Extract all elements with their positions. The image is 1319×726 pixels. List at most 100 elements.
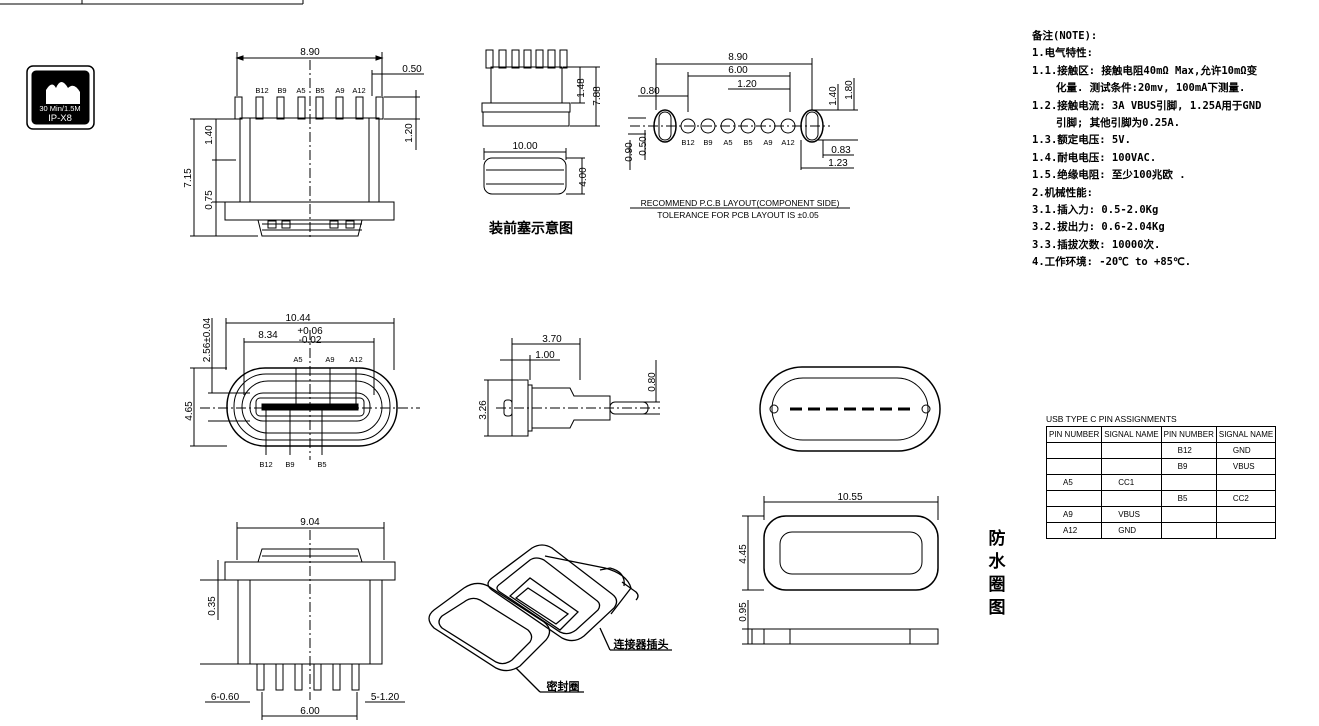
note-line: 引脚; 其他引脚为0.25A. — [1056, 117, 1181, 130]
side-view: 3.70 1.00 3.26 0.80 — [478, 334, 660, 437]
face-pin-top: A12 — [349, 355, 362, 364]
gasket-dim-h2: 0.95 — [738, 602, 749, 622]
note-line: 3.2.拔出力: 0.6-2.04Kg — [1032, 221, 1165, 234]
label-char: 防 — [988, 529, 1006, 549]
table-cell: CC2 — [1215, 490, 1277, 507]
bottom-view: 9.04 0.35 6-0.60 5-1.20 6.00 — [200, 517, 405, 720]
pcb-pin-label: A5 — [723, 138, 732, 147]
table-cell — [1215, 522, 1277, 539]
table-header-row: PIN NUMBER SIGNAL NAME PIN NUMBER SIGNAL… — [1045, 426, 1277, 443]
face-pin-top: A5 — [293, 355, 302, 364]
note-line: 1.3.额定电压: 5V. — [1032, 134, 1131, 147]
table-row: B12 GND — [1045, 442, 1277, 459]
side-dim-w2: 1.00 — [535, 350, 555, 361]
face-dim-w2: 8.34 — [258, 330, 278, 341]
table-cell — [1045, 490, 1103, 507]
pin-label: B9 — [277, 86, 286, 95]
table-row: A5 CC1 — [1045, 474, 1277, 491]
bottom-dim-pins2: 6.00 — [300, 706, 320, 717]
face-dim-w1: 10.44 — [285, 313, 310, 324]
dim-assembly-h1: 1.48 — [576, 78, 587, 98]
table-cell — [1045, 442, 1103, 459]
table-cell: A5 — [1045, 474, 1103, 491]
bottom-dim-pins1: 6-0.60 — [211, 692, 240, 703]
face-pin-bottom: B5 — [317, 460, 326, 469]
table-cell: VBUS — [1101, 506, 1162, 523]
pcb-dim-8: 0.50 — [638, 136, 649, 156]
pin-assignment-table-wrap: USB TYPE C PIN ASSIGNMENTS PIN NUMBER SI… — [1045, 414, 1277, 539]
pin-label: A5 — [296, 86, 305, 95]
iso-label-connector: 连接器插头 — [614, 637, 669, 651]
gasket-dim-w: 10.55 — [837, 492, 862, 503]
pcb-dim-6: 1.80 — [844, 80, 855, 100]
table-cell: B12 — [1160, 442, 1217, 459]
table-cell: VBUS — [1215, 458, 1277, 475]
dim-assembly-h3: 4.00 — [578, 167, 589, 187]
pcb-dim-10: 1.23 — [828, 158, 848, 169]
note-line: 1.电气特性: — [1032, 47, 1093, 60]
side-dim-h2: 3.26 — [478, 400, 489, 420]
notes-block: 备注(NOTE): 1.电气特性: 1.1.接触区: 接触电阻40mΩ Max,… — [1032, 28, 1317, 272]
label-char: 水 — [988, 552, 1006, 572]
front-face-view — [759, 366, 941, 452]
pin-label: A9 — [335, 86, 344, 95]
table-row: A9 VBUS — [1045, 506, 1277, 523]
table-cell — [1215, 506, 1277, 523]
note-line: 1.1.接触区: 接触电阻40mΩ Max,允许10mΩ变 — [1032, 64, 1258, 77]
pcb-pin-label: B5 — [743, 138, 752, 147]
waterproof-rating-icon: 30 Min/1.5M IP-X8 — [26, 65, 95, 130]
pin-label: B12 — [255, 86, 268, 95]
note-line: 3.1.插入力: 0.5-2.0Kg — [1032, 204, 1159, 217]
label-char: 图 — [988, 598, 1006, 618]
note-line: 1.2.接触电流: 3A VBUS引脚, 1.25A用于GND — [1032, 99, 1262, 112]
face-dim-h1: 2.56±0.04 — [202, 317, 213, 362]
rating-text-1: 30 Min/1.5M — [39, 104, 80, 113]
table-header: SIGNAL NAME — [1101, 426, 1162, 443]
pcb-pin-label: A12 — [781, 138, 794, 147]
iso-label-gasket: 密封圈 — [547, 679, 580, 693]
bottom-dim-pins3: 5-1.20 — [371, 692, 400, 703]
note-line: 1.5.绝缘电阻: 至少100兆欧 . — [1032, 169, 1186, 182]
pcb-pin-label: B12 — [681, 138, 694, 147]
gasket-view: 10.55 4.45 0.95 — [738, 492, 939, 645]
pin-label: A12 — [352, 86, 365, 95]
pcb-dim-2: 6.00 — [728, 65, 748, 76]
face-view: 10.44 8.34 +0.06 -0.02 A5 A9 A12 B12 B9 … — [184, 313, 420, 469]
table-row: B5 CC2 — [1045, 490, 1277, 507]
pcb-dim-1: 8.90 — [728, 52, 748, 63]
face-dim-h2: 4.65 — [184, 401, 195, 421]
dim-height-total: 7.15 — [183, 168, 194, 188]
table-header: PIN NUMBER — [1045, 426, 1103, 443]
table-cell: GND — [1215, 442, 1277, 459]
table-cell: CC1 — [1101, 474, 1162, 491]
face-pin-top: A9 — [325, 355, 334, 364]
assembly-caption: 装前塞示意图 — [488, 220, 573, 237]
table-cell: B5 — [1160, 490, 1217, 507]
isometric-view — [428, 544, 672, 693]
face-pin-bottom: B9 — [285, 460, 294, 469]
table-cell — [1215, 474, 1277, 491]
pcb-layout: 8.90 6.00 1.20 0.80 B12 B9 A5 B5 A9 A12 … — [624, 52, 858, 220]
gasket-diagram-label: 防 水 圈 图 — [985, 528, 1009, 620]
note-line: 1.4.耐电电压: 100VAC. — [1032, 151, 1157, 164]
table-header: SIGNAL NAME — [1215, 426, 1277, 443]
note-line: 化量. 测试条件:20mv, 100mA下测量. — [1056, 82, 1246, 95]
dim-height-2: 0.75 — [204, 190, 215, 210]
assembly-view: 1.48 7.88 10.00 4.00 装前塞示意图 — [481, 49, 603, 237]
note-line: 备注(NOTE): — [1032, 30, 1098, 42]
gasket-dim-h1: 4.45 — [738, 544, 749, 564]
table-cell: B9 — [1160, 458, 1217, 475]
pcb-caption-1: RECOMMEND P.C.B LAYOUT(COMPONENT SIDE) — [641, 198, 840, 208]
side-dim-w1: 3.70 — [542, 334, 562, 345]
note-line: 2.机械性能: — [1032, 186, 1093, 199]
note-line: 3.3.插拔次数: 10000次. — [1032, 238, 1161, 251]
table-cell: A9 — [1045, 506, 1103, 523]
pcb-dim-4: 0.80 — [640, 86, 660, 97]
rating-text-2: IP-X8 — [48, 113, 72, 124]
note-line: 4.工作环境: -20℃ to +85℃. — [1032, 256, 1192, 269]
dim-pin-width: 0.50 — [402, 64, 422, 75]
table-header: PIN NUMBER — [1160, 426, 1217, 443]
table-cell: A12 — [1045, 522, 1103, 539]
